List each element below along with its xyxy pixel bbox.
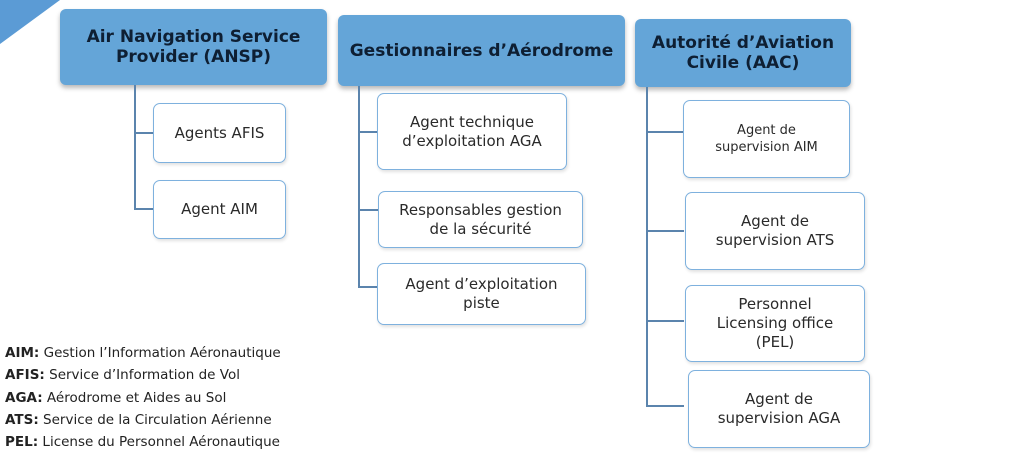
node-responsables-securite: Responsables gestion de la sécurité <box>378 191 583 248</box>
node-supervision-ats: Agent de supervision ATS <box>685 192 865 270</box>
connector-gest-2 <box>358 209 378 211</box>
legend-item-afis: AFIS: Service d’Information de Vol <box>5 367 240 384</box>
legend-item-pel: PEL: License du Personnel Aéronautique <box>5 434 280 451</box>
connector-aac-2 <box>646 230 684 232</box>
node-agent-exploitation-piste: Agent d’exploitation piste <box>377 263 586 325</box>
node-agents-afis: Agents AFIS <box>153 103 286 163</box>
node-agent-technique-aga: Agent technique d’exploitation AGA <box>377 93 567 170</box>
connector-ansp-vertical <box>134 85 136 209</box>
node-supervision-aim: Agent de supervision AIM <box>683 100 850 178</box>
abbreviation-legend: AIM: Gestion l’Information Aéronautique … <box>5 342 281 453</box>
connector-ansp-2 <box>134 208 154 210</box>
connector-gest-vertical <box>358 86 360 287</box>
header-gestionnaires-aerodrome: Gestionnaires d’Aérodrome <box>338 15 625 86</box>
connector-aac-4 <box>646 405 684 407</box>
legend-item-aga: AGA: Aérodrome et Aides au Sol <box>5 389 227 406</box>
connector-aac-3 <box>646 320 684 322</box>
connector-aac-1 <box>646 131 684 133</box>
legend-item-aim: AIM: Gestion l’Information Aéronautique <box>5 345 281 361</box>
connector-gest-3 <box>358 286 378 288</box>
legend-item-ats: ATS: Service de la Circulation Aérienne <box>5 411 272 428</box>
connector-aac-vertical <box>646 87 648 407</box>
connector-ansp-1 <box>134 132 154 134</box>
node-agent-aim: Agent AIM <box>153 180 286 239</box>
connector-gest-1 <box>358 131 378 133</box>
header-aac: Autorité d’Aviation Civile (AAC) <box>635 19 851 87</box>
node-supervision-aga: Agent de supervision AGA <box>688 370 870 448</box>
header-ansp: Air Navigation Service Provider (ANSP) <box>60 9 327 85</box>
corner-decoration <box>0 0 60 44</box>
node-licensing-office-pel: Personnel Licensing office (PEL) <box>685 285 865 362</box>
